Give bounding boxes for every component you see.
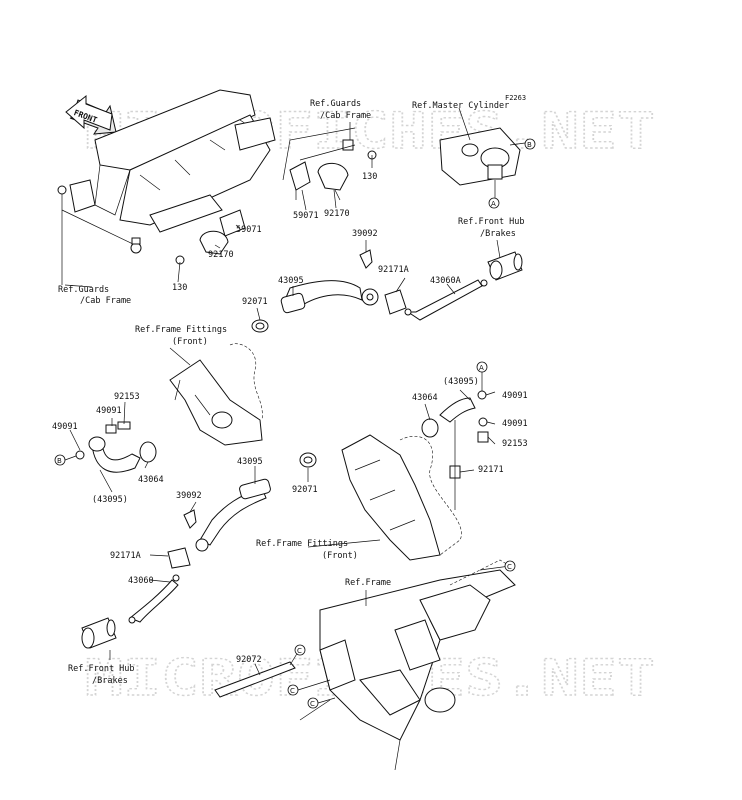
- part-49091-d: 49091: [502, 419, 528, 429]
- part-49091-a: 49091: [96, 406, 122, 416]
- svg-text:A: A: [479, 364, 484, 372]
- svg-text:C: C: [297, 647, 302, 655]
- part-39092-b: 39092: [176, 491, 202, 501]
- part-59071-b: 59071: [236, 225, 262, 235]
- label-ref-guards-left: Ref.Guards: [58, 285, 109, 295]
- clamp-set-left: [175, 209, 246, 265]
- brake-hose-43060: [129, 579, 179, 623]
- callout-c-right: C: [504, 560, 516, 572]
- front-hub-top: [487, 251, 523, 281]
- part-92171A-a: 92171A: [378, 265, 409, 275]
- brake-hose-43095-lower: [195, 452, 317, 552]
- label-ref-front-hub-bottom-2: /Brakes: [92, 676, 128, 686]
- label-ref-frame-fittings-1-2: (Front): [172, 337, 208, 347]
- leader-lines: [64, 107, 501, 676]
- part-49091-c: 49091: [502, 391, 528, 401]
- brake-hose-43095-right: [421, 390, 489, 510]
- part-43064-b: 43064: [412, 393, 438, 403]
- label-ref-frame-fittings-2: Ref.Frame Fittings: [256, 539, 348, 549]
- brake-hose-43095-left: [75, 421, 157, 473]
- clamp-set-top: [282, 127, 377, 201]
- part-43064-a: 43064: [138, 475, 164, 485]
- part-43060: 43060: [128, 576, 154, 586]
- part-92170-a: 92170: [324, 209, 350, 219]
- diagram-code: F2263: [505, 94, 526, 102]
- label-ref-frame: Ref.Frame: [345, 578, 391, 588]
- clip-39092-top: [359, 249, 373, 269]
- callout-c-bottom-1: C: [287, 679, 331, 696]
- brake-hose-43095-top: [251, 280, 379, 333]
- part-43095-a: 43095: [278, 276, 304, 286]
- part-130-a: 130: [362, 172, 377, 182]
- label-ref-guards-left-2: /Cab Frame: [80, 296, 131, 306]
- svg-text:C: C: [507, 563, 512, 571]
- part-92071-b: 92071: [292, 485, 318, 495]
- label-ref-front-hub-bottom: Ref.Front Hub: [68, 664, 135, 674]
- part-92153-b: 92153: [502, 439, 528, 449]
- bracket-92171A-top: [384, 289, 407, 315]
- part-92072: 92072: [236, 655, 262, 665]
- callout-a-right: A: [476, 361, 488, 391]
- callout-a-top: A: [488, 197, 500, 209]
- part-92170-b: 92170: [208, 250, 234, 260]
- part-130-b: 130: [172, 283, 187, 293]
- frame-fitting-right: [341, 434, 462, 561]
- part-43095-d: 43095: [237, 457, 263, 467]
- label-ref-guards-top-2: /Cab Frame: [320, 111, 371, 121]
- callout-c-strap: C: [294, 644, 306, 656]
- label-ref-front-hub-top: Ref.Front Hub: [458, 217, 525, 227]
- master-cylinder: [439, 127, 526, 200]
- svg-text:B: B: [57, 457, 62, 465]
- svg-text:B: B: [527, 141, 532, 149]
- label-ref-guards-top: Ref.Guards: [310, 99, 361, 109]
- brake-hose-43060A: [406, 279, 483, 321]
- label-ref-front-hub-top-2: /Brakes: [480, 229, 516, 239]
- svg-text:A: A: [491, 200, 496, 208]
- callout-b-top: B: [524, 138, 536, 150]
- frame-fitting-left: [169, 343, 263, 446]
- part-43095-c: (43095): [443, 377, 479, 387]
- label-ref-frame-fittings-2-2: (Front): [322, 551, 358, 561]
- part-92153-a: 92153: [114, 392, 140, 402]
- part-92171: 92171: [478, 465, 504, 475]
- cab-frame-guard: [57, 89, 276, 285]
- part-92071-a: 92071: [242, 297, 268, 307]
- label-ref-frame-fittings-1: Ref.Frame Fittings: [135, 325, 227, 335]
- frame-bottom: [299, 559, 516, 771]
- callout-c-bottom-2: C: [307, 697, 336, 709]
- part-43095-b: (43095): [92, 495, 128, 505]
- front-arrow-icon: FRONT: [65, 94, 117, 135]
- svg-text:C: C: [290, 687, 295, 695]
- label-ref-master-cylinder: Ref.Master Cylinder: [412, 101, 509, 111]
- part-92171A-b: 92171A: [110, 551, 141, 561]
- part-49091-b: 49091: [52, 422, 78, 432]
- front-hub-bottom: [81, 617, 117, 649]
- part-43060A: 43060A: [430, 276, 461, 286]
- strap-92072: [214, 661, 296, 698]
- callout-b-left: B: [54, 454, 77, 466]
- clip-39092-bottom: [183, 509, 197, 529]
- bracket-92171A-bottom: [167, 547, 191, 569]
- part-59071-a: 59071: [293, 211, 319, 221]
- part-39092-a: 39092: [352, 229, 378, 239]
- svg-text:C: C: [310, 700, 315, 708]
